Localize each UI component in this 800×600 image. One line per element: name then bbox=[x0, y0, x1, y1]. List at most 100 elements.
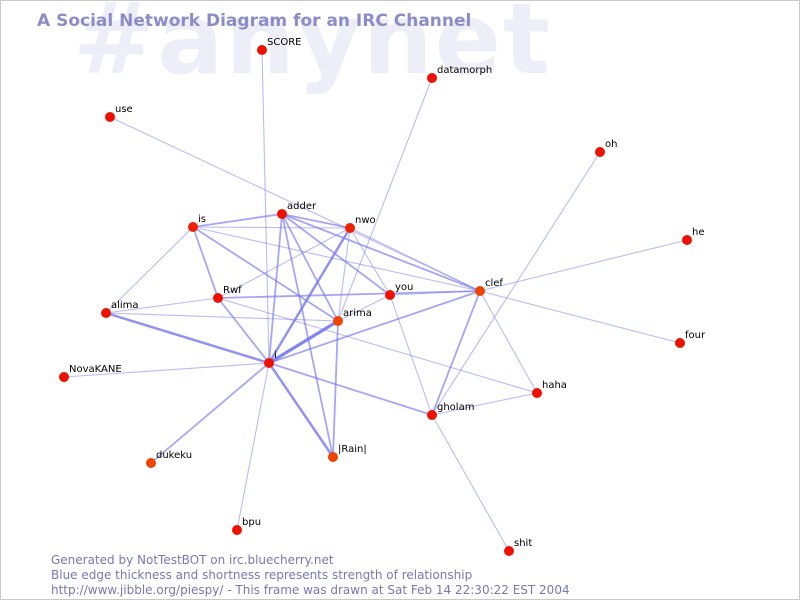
node-dot-dukeku bbox=[146, 458, 156, 468]
edge-rwf-haha bbox=[217, 297, 538, 394]
edge-four-clef bbox=[479, 290, 681, 344]
edge-adder-clef bbox=[281, 213, 481, 292]
node-dukeku[interactable]: dukeku bbox=[146, 450, 192, 468]
node-label-score: SCORE bbox=[267, 37, 301, 48]
node-dot-rain bbox=[328, 452, 338, 462]
node-clef[interactable]: clef bbox=[475, 278, 503, 296]
edge-alima-arima bbox=[105, 312, 339, 322]
node-dot-he bbox=[682, 235, 692, 245]
node-dot-shit bbox=[504, 546, 514, 556]
node-bpu[interactable]: bpu bbox=[232, 517, 261, 535]
edge-i-dukeku bbox=[150, 362, 270, 464]
edge-nwo-you bbox=[349, 227, 391, 296]
node-label-clef: clef bbox=[485, 278, 503, 289]
edge-nwo-rwf bbox=[217, 227, 351, 299]
node-datamorph[interactable]: datamorph bbox=[427, 65, 492, 83]
edge-rwf-i bbox=[217, 297, 270, 364]
edge-he-clef bbox=[479, 239, 688, 292]
node-label-use: use bbox=[115, 104, 133, 115]
node-label-alima: alima bbox=[111, 300, 139, 311]
node-dot-i bbox=[264, 358, 274, 368]
edge-i-gholam bbox=[268, 362, 433, 416]
edge-nwo-arima bbox=[337, 227, 351, 322]
node-dot-alima bbox=[101, 308, 111, 318]
node-use[interactable]: use bbox=[105, 104, 133, 122]
node-dot-score bbox=[257, 45, 267, 55]
node-novakane[interactable]: NovaKANE bbox=[59, 364, 122, 382]
node-dot-novakane bbox=[59, 372, 69, 382]
node-arima[interactable]: arima bbox=[333, 308, 372, 326]
edge-arima-rain bbox=[332, 320, 339, 458]
page-title: A Social Network Diagram for an IRC Chan… bbox=[37, 11, 472, 31]
edge-is-nwo bbox=[192, 226, 351, 229]
node-rwf[interactable]: Rwf bbox=[213, 285, 242, 303]
node-gholam[interactable]: gholam bbox=[427, 402, 474, 420]
node-four[interactable]: four bbox=[675, 330, 706, 348]
node-dot-clef bbox=[475, 286, 485, 296]
node-label-rwf: Rwf bbox=[223, 285, 242, 296]
node-alima[interactable]: alima bbox=[101, 300, 139, 318]
edge-gholam-haha bbox=[431, 392, 538, 416]
footer-legend: Blue edge thickness and shortness repres… bbox=[51, 568, 473, 582]
node-score[interactable]: SCORE bbox=[257, 37, 301, 55]
edge-clef-i bbox=[268, 290, 481, 364]
node-i[interactable]: i bbox=[264, 350, 277, 368]
edge-adder-you bbox=[281, 213, 391, 296]
nodes-layer: SCORE datamorph use oh adder is nwo he clef you Rw… bbox=[59, 37, 706, 556]
node-oh[interactable]: oh bbox=[595, 139, 617, 157]
edge-clef-haha bbox=[479, 290, 538, 394]
node-shit[interactable]: shit bbox=[504, 538, 532, 556]
edge-adder-nwo bbox=[281, 213, 351, 229]
node-label-he: he bbox=[692, 227, 705, 238]
edge-is-rwf bbox=[192, 226, 219, 299]
edge-clef-gholam bbox=[431, 290, 481, 416]
node-dot-bpu bbox=[232, 525, 242, 535]
edge-adder-arima bbox=[281, 213, 339, 322]
node-rain[interactable]: |Rain| bbox=[328, 444, 367, 462]
node-label-haha: haha bbox=[542, 380, 567, 391]
node-dot-oh bbox=[595, 147, 605, 157]
node-label-datamorph: datamorph bbox=[437, 65, 492, 76]
edge-is-arima bbox=[192, 226, 339, 322]
edge-adder-is bbox=[192, 213, 283, 228]
node-label-oh: oh bbox=[605, 139, 617, 150]
node-dot-use bbox=[105, 112, 115, 122]
node-dot-is bbox=[188, 222, 198, 232]
node-label-i: i bbox=[274, 350, 277, 361]
node-label-novakane: NovaKANE bbox=[69, 364, 122, 375]
edge-clef-rwf bbox=[217, 290, 481, 299]
footer-generated-by: Generated by NotTestBOT on irc.bluecherr… bbox=[51, 553, 334, 567]
edge-rwf-alima bbox=[105, 297, 219, 314]
node-haha[interactable]: haha bbox=[532, 380, 567, 398]
edge-alima-i bbox=[104, 311, 271, 365]
node-adder[interactable]: adder bbox=[277, 201, 317, 219]
node-dot-haha bbox=[532, 388, 542, 398]
edge-gholam-shit bbox=[431, 414, 510, 552]
node-he[interactable]: he bbox=[682, 227, 705, 245]
edge-i-rain bbox=[267, 361, 335, 459]
channel-watermark: #anynet bbox=[73, 0, 552, 97]
edge-is-clef bbox=[192, 226, 481, 292]
node-label-is: is bbox=[198, 214, 206, 225]
edge-adder-rain bbox=[281, 213, 334, 458]
edge-i-bpu bbox=[236, 362, 270, 531]
edge-i-novakane bbox=[63, 362, 270, 378]
node-dot-arima bbox=[333, 316, 343, 326]
node-label-you: you bbox=[395, 282, 413, 293]
edge-datamorph-arima bbox=[337, 77, 433, 322]
node-is[interactable]: is bbox=[188, 214, 206, 232]
node-label-four: four bbox=[685, 330, 706, 341]
node-dot-four bbox=[675, 338, 685, 348]
edges-layer bbox=[63, 49, 688, 552]
footer-info: Generated by NotTestBOT on irc.bluecherr… bbox=[51, 553, 570, 598]
node-nwo[interactable]: nwo bbox=[345, 215, 376, 233]
node-label-rain: |Rain| bbox=[338, 444, 367, 455]
edge-is-alima bbox=[105, 226, 194, 314]
node-label-adder: adder bbox=[287, 201, 317, 212]
node-you[interactable]: you bbox=[385, 282, 413, 300]
node-dot-datamorph bbox=[427, 73, 437, 83]
node-label-arima: arima bbox=[343, 308, 372, 319]
edge-use-clef bbox=[109, 116, 481, 292]
node-label-shit: shit bbox=[514, 538, 532, 549]
edge-score-i bbox=[261, 49, 270, 364]
